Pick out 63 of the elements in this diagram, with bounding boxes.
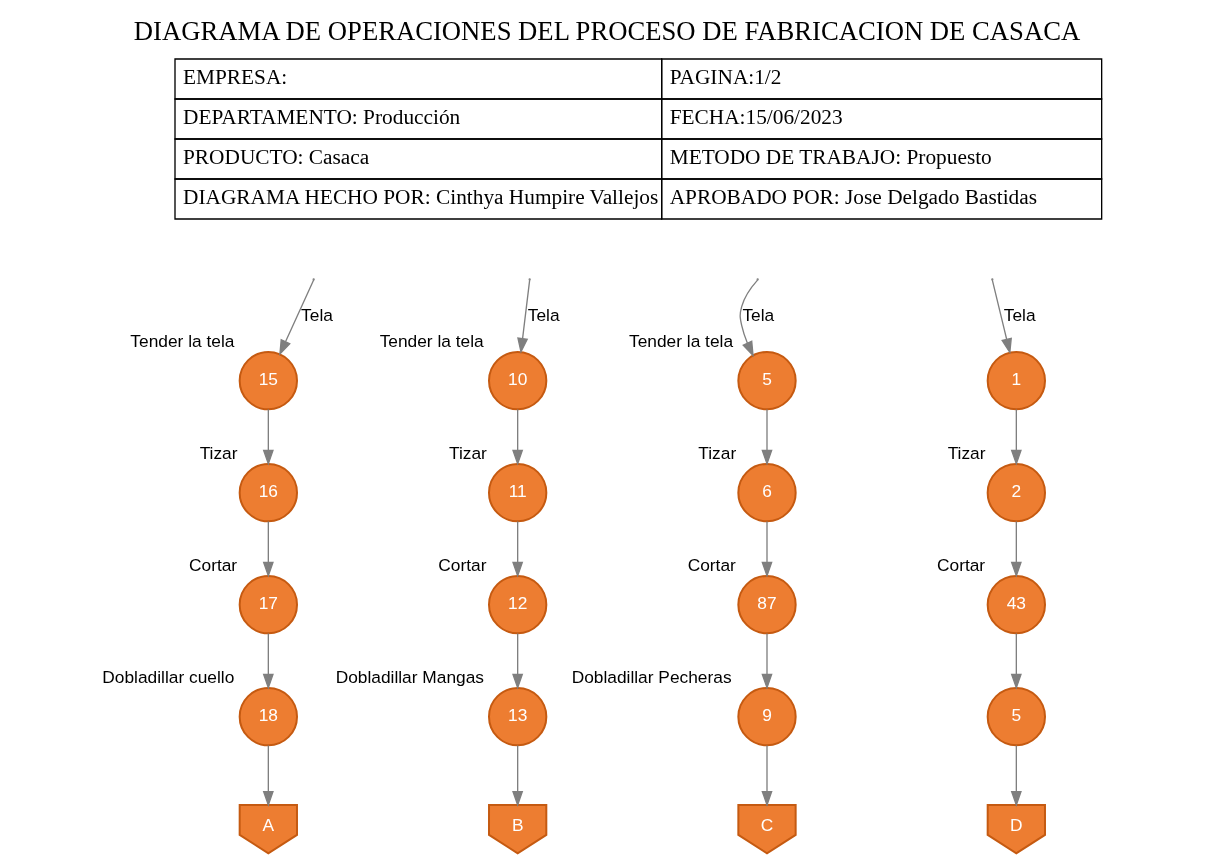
- arrow: [1010, 632, 1022, 690]
- arrow: [761, 744, 773, 807]
- arrow: [262, 632, 274, 690]
- node-circle: 18: [238, 687, 298, 747]
- arrow: [512, 408, 524, 466]
- node-circle: 43: [986, 575, 1046, 635]
- node-label: Tizar: [698, 443, 737, 464]
- node-label: Dobladillar cuello: [102, 667, 235, 688]
- node-circle: 2: [986, 463, 1046, 523]
- label: METODO DE TRABAJO: Propuesto: [669, 145, 992, 170]
- label: FECHA:15/06/2023: [669, 105, 843, 130]
- node-circle: 5: [737, 351, 797, 411]
- label: EMPRESA:: [183, 65, 288, 90]
- node-circle: 17: [238, 575, 298, 635]
- node-circle: 11: [488, 463, 548, 523]
- arrow: [262, 744, 274, 807]
- node-circle: 9: [737, 687, 797, 747]
- label: APROBADO POR: Jose Delgado Bastidas: [669, 185, 1037, 210]
- arrow: [1010, 520, 1022, 578]
- arrow: [512, 632, 524, 690]
- node-circle: 6: [737, 463, 797, 523]
- label: DIAGRAMA HECHO POR: Cinthya Humpire Vallejos: [183, 185, 659, 210]
- node-circle: 87: [737, 575, 797, 635]
- edge-label: Tela: [1003, 304, 1036, 325]
- node-circle: 10: [488, 351, 548, 411]
- arrow: [517, 279, 531, 354]
- node-label: Dobladillar Pecheras: [571, 667, 732, 688]
- arrow: [262, 408, 274, 466]
- label: PRODUCTO: Casaca: [183, 145, 370, 170]
- arrow: [991, 279, 1012, 355]
- node-label: Cortar: [937, 555, 986, 576]
- arrow: [761, 520, 773, 578]
- node-label: Cortar: [438, 555, 487, 576]
- arrow: [512, 520, 524, 578]
- node-circle: 15: [238, 351, 298, 411]
- node-circle: 5: [986, 687, 1046, 747]
- node-circle: 12: [488, 575, 548, 635]
- node-label: Tender la tela: [130, 331, 235, 352]
- node-label: Dobladillar Mangas: [335, 667, 485, 688]
- node-circle: 13: [488, 687, 548, 747]
- node-label: Tender la tela: [629, 331, 734, 352]
- node-label: Cortar: [189, 555, 238, 576]
- arrow: [1010, 408, 1022, 466]
- diagram-title: DIAGRAMA DE OPERACIONES DEL PROCESO DE FABRICACION DE CASACA: [133, 16, 1081, 47]
- arrow: [739, 279, 759, 358]
- edge-label: Tela: [742, 304, 775, 325]
- node-label: Tizar: [199, 443, 238, 464]
- arrow: [279, 279, 315, 356]
- arrow: [512, 744, 524, 807]
- label: DEPARTAMENTO: Producción: [183, 105, 461, 130]
- node-circle: 1: [986, 351, 1046, 411]
- label: PAGINA:1/2: [669, 65, 782, 90]
- node-circle: 16: [238, 463, 298, 523]
- node-label: Tizar: [947, 443, 986, 464]
- node-label: Tender la tela: [379, 331, 484, 352]
- edge-label: Tela: [527, 304, 560, 325]
- arrow: [761, 632, 773, 690]
- node-label: Tizar: [449, 443, 487, 464]
- edge-label: Tela: [301, 304, 333, 325]
- arrow: [761, 408, 773, 466]
- arrow: [1010, 744, 1022, 807]
- arrow: [262, 520, 274, 578]
- node-label: Cortar: [687, 555, 736, 576]
